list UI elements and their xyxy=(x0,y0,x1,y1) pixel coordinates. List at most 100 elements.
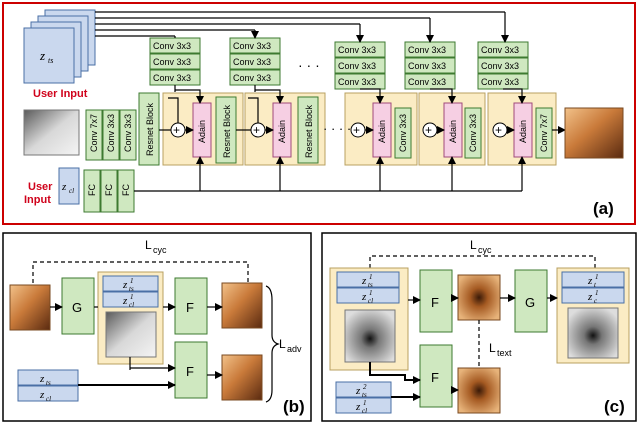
svg-text:Conv 3x3: Conv 3x3 xyxy=(233,41,271,51)
svg-text:Conv 3x3: Conv 3x3 xyxy=(481,77,519,87)
conv-stack-3: Conv 3x3 Conv 3x3 Conv 3x3 xyxy=(334,41,386,90)
svg-text:z: z xyxy=(122,279,128,291)
svg-text:F: F xyxy=(186,364,194,379)
l-adv-bracket xyxy=(265,285,280,403)
input-image-b xyxy=(9,284,51,331)
svg-text:+: + xyxy=(495,123,502,137)
svg-text:ts: ts xyxy=(46,379,51,387)
svg-text:L: L xyxy=(145,238,152,252)
z-cl-1-box-c: z cl 1 xyxy=(336,287,400,305)
svg-text:Conv 3x3: Conv 3x3 xyxy=(398,114,408,152)
f-block-c-bottom: F xyxy=(419,344,453,408)
gray-input-image xyxy=(23,109,80,156)
z-ts-1-box-b: z ts 1 xyxy=(102,275,159,293)
encoder-conv-blocks: Conv 7x7 Conv 3x3 Conv 3x3 xyxy=(85,109,137,161)
svg-text:Conv 3x3: Conv 3x3 xyxy=(233,73,271,83)
svg-text:Conv 3x3: Conv 3x3 xyxy=(233,57,271,67)
z-ts-stack: z ts xyxy=(23,9,96,84)
svg-text:ts: ts xyxy=(368,281,373,289)
svg-text:ts: ts xyxy=(48,56,53,65)
svg-text:adv: adv xyxy=(287,344,302,354)
svg-text:Conv 7x7: Conv 7x7 xyxy=(539,114,549,152)
svg-text:Resnet Block: Resnet Block xyxy=(222,104,232,158)
svg-text:FC: FC xyxy=(87,184,97,196)
svg-text:Conv 3x3: Conv 3x3 xyxy=(153,41,191,51)
svg-text:Conv 3x3: Conv 3x3 xyxy=(123,114,133,152)
z-ts-feed-lines xyxy=(95,11,509,43)
panel-b-label: (b) xyxy=(283,397,305,416)
svg-text:F: F xyxy=(431,370,439,385)
gray-lumen-image-c-left xyxy=(344,309,396,363)
panel-a-border xyxy=(2,2,636,225)
svg-text:F: F xyxy=(431,295,439,310)
adain-block-5: Adain xyxy=(513,102,533,158)
conv7x7-vertical-out: Conv 7x7 xyxy=(535,107,553,159)
svg-text:1: 1 xyxy=(369,273,373,281)
svg-text:Conv 7x7: Conv 7x7 xyxy=(89,114,99,152)
svg-text:z: z xyxy=(587,275,593,287)
svg-text:cl: cl xyxy=(368,297,373,305)
adain-block-3: Adain xyxy=(372,102,392,158)
z-ts-box-b: z ts xyxy=(17,369,79,387)
g-block-c: G xyxy=(514,269,548,333)
resnet-block-1: Resnet Block xyxy=(138,92,160,166)
svg-text:Conv 3x3: Conv 3x3 xyxy=(338,45,376,55)
svg-text:Adain: Adain xyxy=(197,120,207,143)
z-cl-2-box-c: z cl 1 xyxy=(335,397,392,415)
svg-text:1: 1 xyxy=(595,273,599,281)
gray-lumen-image-c-right xyxy=(567,307,619,359)
conv-stack-4: Conv 3x3 Conv 3x3 Conv 3x3 xyxy=(404,41,456,90)
svg-text:2: 2 xyxy=(363,383,367,391)
svg-text:z: z xyxy=(355,385,361,397)
svg-text:+: + xyxy=(253,123,260,137)
svg-text:1: 1 xyxy=(130,277,134,285)
svg-text:Conv 3x3: Conv 3x3 xyxy=(481,61,519,71)
svg-text:Conv 3x3: Conv 3x3 xyxy=(338,77,376,87)
svg-text:ts: ts xyxy=(129,285,134,293)
f-block-b-top: F xyxy=(174,277,208,335)
z-ts-1-box-c: z ts 1 xyxy=(336,271,400,289)
f-block-c-top: F xyxy=(419,269,453,333)
resnet-block-2: Resnet Block xyxy=(215,96,237,164)
svg-text:text: text xyxy=(497,348,512,358)
fc-blocks: FC FC FC xyxy=(83,169,135,213)
conv-stack-2: Conv 3x3 Conv 3x3 Conv 3x3 xyxy=(229,37,281,86)
output-image-a xyxy=(564,107,624,159)
svg-text:1: 1 xyxy=(369,289,373,297)
gray-image-b xyxy=(105,311,157,358)
svg-text:+: + xyxy=(425,123,432,137)
svg-text:G: G xyxy=(525,295,535,310)
svg-text:+: + xyxy=(353,123,360,137)
main-flow-lines xyxy=(159,97,566,134)
svg-text:FC: FC xyxy=(104,184,114,196)
svg-text:Resnet Block: Resnet Block xyxy=(304,104,314,158)
l-cyc-label-c: L cyc xyxy=(470,238,492,255)
z-cl-feed-lines xyxy=(134,156,526,192)
panel-c-border xyxy=(321,232,637,422)
svg-text:z: z xyxy=(355,401,361,413)
z-t-1-box-c: z t 1 xyxy=(561,271,625,289)
svg-text:z: z xyxy=(361,291,367,303)
svg-text:z: z xyxy=(61,181,67,193)
svg-text:FC: FC xyxy=(121,184,131,196)
l-adv-label: L adv xyxy=(279,337,302,354)
svg-text:+: + xyxy=(173,123,180,137)
svg-text:L: L xyxy=(279,337,286,351)
adain-block-1: Adain xyxy=(192,102,212,158)
svg-text:1: 1 xyxy=(363,399,367,407)
svg-text:G: G xyxy=(72,300,82,315)
svg-text:Adain: Adain xyxy=(377,120,387,143)
svg-text:z: z xyxy=(39,48,45,63)
user-input-bottom-label-2: Input xyxy=(24,194,51,206)
l-cyc-label-b: L cyc xyxy=(145,238,167,255)
svg-text:Adain: Adain xyxy=(518,120,528,143)
svg-text:Resnet Block: Resnet Block xyxy=(145,102,155,156)
conv3x3-vertical-4: Conv 3x3 xyxy=(464,107,482,159)
svg-text:Conv 3x3: Conv 3x3 xyxy=(408,45,446,55)
svg-text:L: L xyxy=(470,238,477,252)
panel-b-border xyxy=(2,232,312,422)
output-image-b-bottom xyxy=(221,354,263,401)
output-image-c-bottom xyxy=(457,367,501,414)
svg-text:F: F xyxy=(186,300,194,315)
svg-text:cl: cl xyxy=(129,301,134,309)
